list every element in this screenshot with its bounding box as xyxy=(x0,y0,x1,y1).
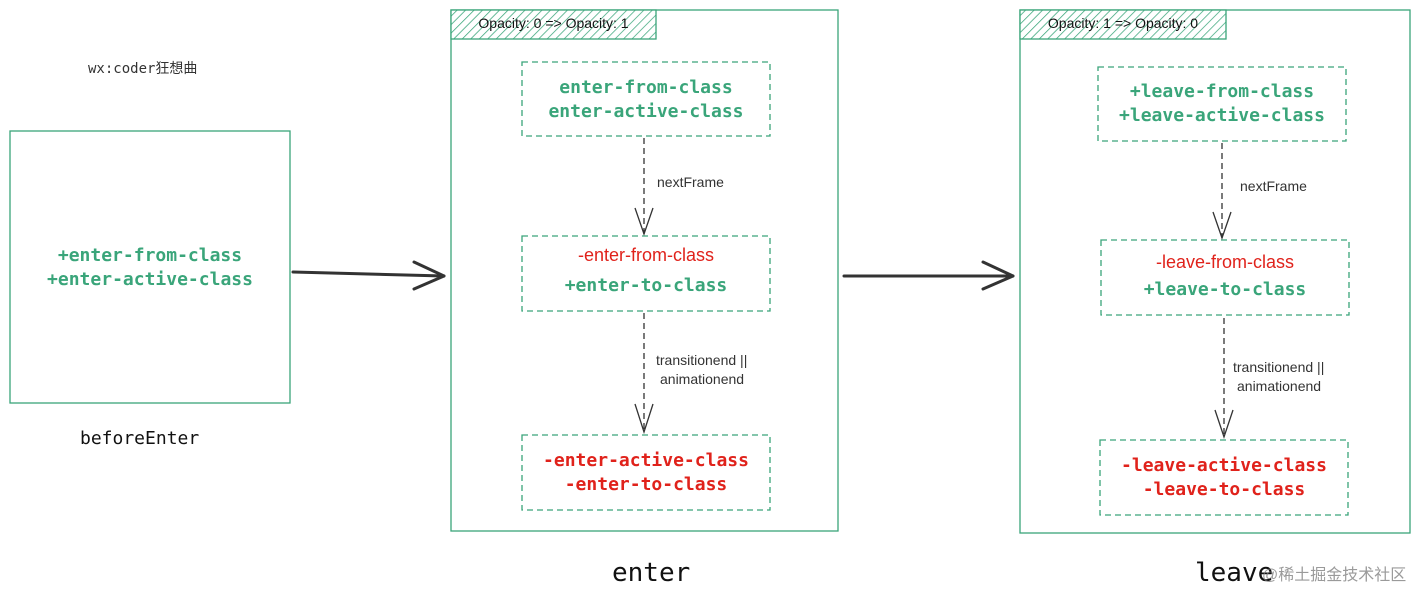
enter-edge-1 xyxy=(634,138,654,236)
leave-edge-1 xyxy=(1212,143,1232,240)
leave-box-2-line-2: +leave-to-class xyxy=(1143,279,1307,300)
enter-caption: enter xyxy=(612,558,691,588)
top-watermark: wx:coder狂想曲 xyxy=(88,61,198,77)
leave-box-3 xyxy=(1099,439,1349,516)
leave-caption: leave xyxy=(1195,558,1274,588)
leave-box-1 xyxy=(1097,66,1347,142)
before-enter-box xyxy=(9,130,291,404)
enter-box-1 xyxy=(521,61,771,137)
enter-badge: Opacity: 0 => Opacity: 1 xyxy=(478,15,629,31)
leave-edge-1-label: nextFrame xyxy=(1240,178,1307,194)
enter-box-3-line-2: -enter-to-class xyxy=(564,474,728,495)
enter-edge-2-label-2: animationend xyxy=(660,371,745,387)
leave-box-3-line-2: -leave-to-class xyxy=(1142,479,1306,500)
enter-box-2-line-1: -enter-from-class xyxy=(577,245,715,265)
enter-box-1-line-1: enter-from-class xyxy=(559,77,733,98)
leave-edge-2-label-2: animationend xyxy=(1237,378,1322,394)
footer-watermark: @稀土掘金技术社区 xyxy=(1262,567,1407,584)
before-line-1: +enter-from-class xyxy=(57,245,243,266)
leave-box-2-line-1: -leave-from-class xyxy=(1155,252,1295,272)
leave-badge-box xyxy=(1019,9,1227,40)
enter-box-2-line-2: +enter-to-class xyxy=(564,275,728,296)
before-line-2: +enter-active-class xyxy=(47,269,253,290)
enter-edge-2 xyxy=(634,313,654,435)
arrow-before-to-enter xyxy=(291,260,446,291)
enter-box-1-line-2: enter-active-class xyxy=(548,101,744,122)
before-caption: beforeEnter xyxy=(80,428,200,449)
leave-box-1-line-1: +leave-from-class xyxy=(1129,81,1315,102)
arrow-enter-to-leave xyxy=(842,260,1015,291)
leave-box-3-line-1: -leave-active-class xyxy=(1121,455,1327,476)
enter-box-2 xyxy=(521,235,771,312)
enter-edge-1-label: nextFrame xyxy=(657,174,724,190)
leave-box-2 xyxy=(1100,239,1350,316)
leave-edge-2 xyxy=(1214,318,1234,440)
leave-box-1-line-2: +leave-active-class xyxy=(1119,105,1325,126)
leave-badge: Opacity: 1 => Opacity: 0 xyxy=(1047,15,1199,31)
leave-edge-2-label-1: transitionend || xyxy=(1233,359,1325,375)
enter-box-3-line-1: -enter-active-class xyxy=(543,450,749,471)
enter-box-3 xyxy=(521,434,771,511)
enter-edge-2-label-1: transitionend || xyxy=(656,352,748,368)
enter-badge-box xyxy=(450,9,657,40)
